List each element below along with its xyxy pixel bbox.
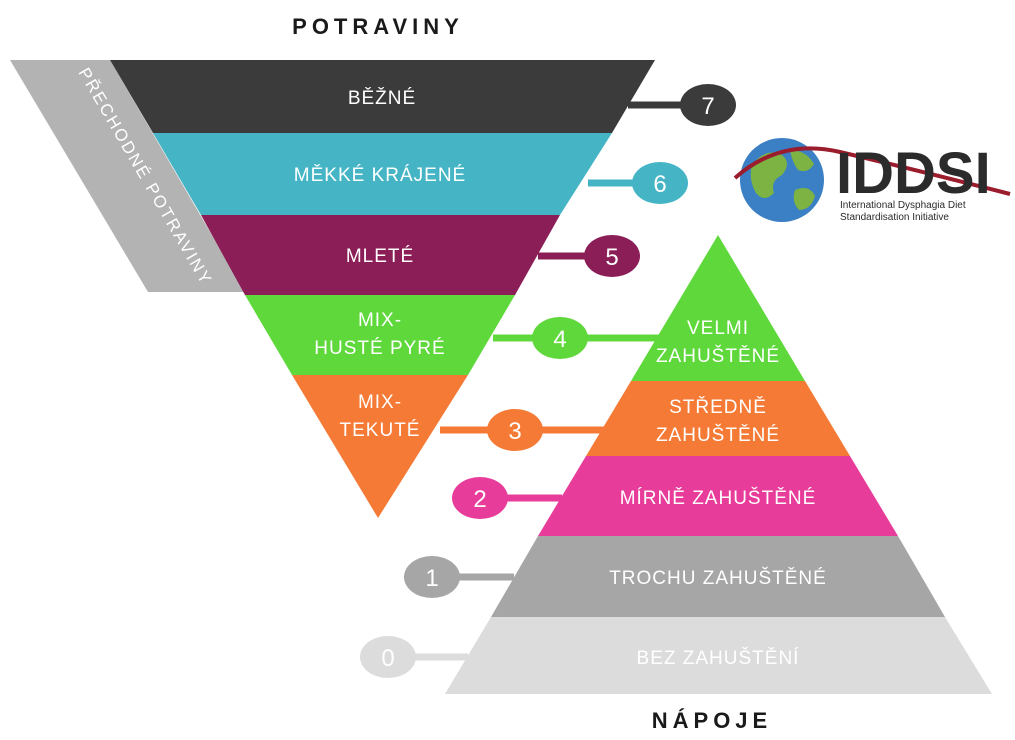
drink-level-3-label-line1: STŘEDNĚ — [669, 396, 767, 418]
food-level-5-label: MLETÉ — [346, 246, 414, 267]
level-4-number: 4 — [553, 326, 566, 353]
food-level-7-label: BĚŽNÉ — [348, 87, 416, 109]
globe-land — [750, 150, 815, 210]
drink-level-2-label: MÍRNĚ ZAHUŠTĚNÉ — [620, 487, 817, 509]
level-1-badge: 1 — [404, 556, 460, 598]
level-5-badge: 5 — [584, 235, 640, 277]
level-0-number: 0 — [381, 645, 394, 672]
level-6-number: 6 — [653, 171, 666, 198]
food-level-6-band — [153, 133, 612, 215]
level-4-badge: 4 — [532, 317, 588, 359]
drink-level-3-band — [586, 381, 850, 456]
food-level-7-band — [110, 60, 655, 133]
level-1-number: 1 — [425, 565, 438, 592]
level-7-badge: 7 — [680, 84, 736, 126]
drink-level-0-band — [445, 617, 992, 694]
drink-level-1-band — [491, 536, 945, 617]
logo-swoosh — [733, 146, 1011, 196]
logo-subtitle-line1: International Dysphagia Diet — [840, 200, 966, 211]
drink-level-0-label: BEZ ZAHUŠTĚNÍ — [637, 647, 800, 669]
level-3-badge: 3 — [487, 409, 543, 451]
food-level-5-band — [201, 215, 560, 295]
level-7-number: 7 — [701, 93, 714, 120]
logo-name: IDDSI — [836, 141, 991, 206]
food-level-3-label-line2: TEKUTÉ — [340, 420, 421, 441]
foods-heading: POTRAVINY — [292, 14, 464, 39]
level-5-number: 5 — [605, 244, 618, 271]
food-level-4-label-line2: HUSTÉ PYRÉ — [314, 338, 445, 359]
food-level-4-label-line1: MIX- — [358, 310, 402, 331]
food-level-3-band — [292, 375, 468, 518]
drink-level-4-label-line1: VELMI — [687, 318, 749, 339]
level-0-badge: 0 — [360, 636, 416, 678]
drink-level-4-band — [631, 235, 805, 381]
drink-level-4-label-line2: ZAHUŠTĚNÉ — [656, 345, 780, 367]
drink-level-2-band — [538, 456, 898, 536]
food-level-4-band — [245, 295, 515, 375]
level-2-number: 2 — [473, 486, 486, 513]
drink-level-1-label: TROCHU ZAHUŠTĚNÉ — [609, 567, 827, 589]
drink-level-3-label-line2: ZAHUŠTĚNÉ — [656, 424, 780, 446]
level-2-badge: 2 — [452, 477, 508, 519]
food-level-6-label: MĚKKÉ KRÁJENÉ — [294, 164, 466, 186]
drinks-heading: NÁPOJE — [652, 708, 772, 733]
iddsi-logo: IDDSI International Dysphagia Diet Stand… — [733, 138, 1011, 223]
level-6-badge: 6 — [632, 162, 688, 204]
logo-subtitle-line2: Standardisation Initiative — [840, 212, 949, 223]
food-level-3-label-line1: MIX- — [358, 392, 402, 413]
transitional-foods-band — [10, 60, 245, 292]
level-3-number: 3 — [508, 418, 521, 445]
